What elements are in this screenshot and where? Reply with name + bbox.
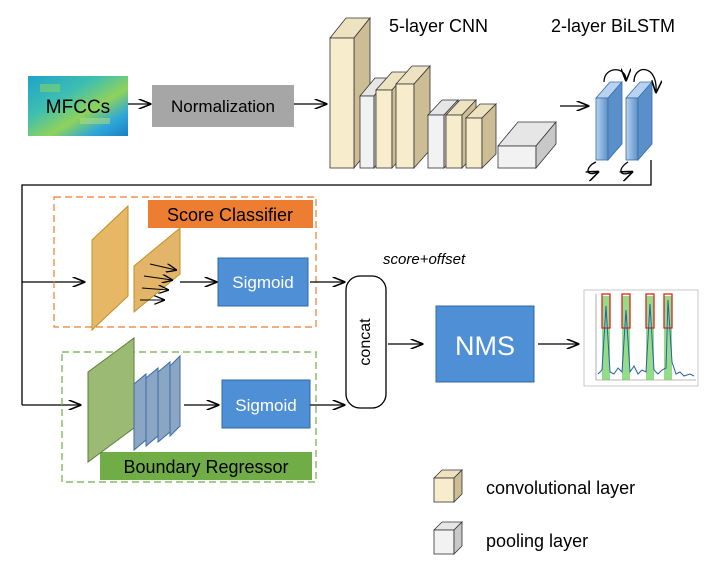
concat-label: concat <box>357 318 374 366</box>
cnn-title: 5-layer CNN <box>389 16 488 36</box>
bilstm-stack <box>595 80 653 162</box>
cnn-stack <box>329 16 557 170</box>
concat-block: concat <box>345 275 387 409</box>
score-classifier-branch: Score Classifier Sigmoid <box>53 196 317 332</box>
nms-label: NMS <box>455 331 515 361</box>
output-plot-thumbnail <box>583 289 699 387</box>
score-sigmoid-label: Sigmoid <box>232 273 293 292</box>
normalization-block: Normalization <box>152 85 294 127</box>
boundary-regressor-branch: Boundary Regressor Sigmoid <box>61 337 317 483</box>
legend-pool-swatch <box>433 521 463 555</box>
bilstm-title: 2-layer BiLSTM <box>551 16 675 36</box>
legend-conv-label: convolutional layer <box>486 478 635 498</box>
legend: convolutional layer pooling layer <box>433 469 635 555</box>
legend-pool-label: pooling layer <box>486 531 588 551</box>
mfcc-label: MFCCs <box>46 97 110 118</box>
mfcc-input: MFCCs <box>28 76 128 136</box>
nms-block: NMS <box>435 305 535 383</box>
normalization-label: Normalization <box>171 97 275 116</box>
score-offset-annotation: score+offset <box>383 251 466 268</box>
boundary-regressor-title: Boundary Regressor <box>123 457 288 477</box>
recurrent-loop-icons <box>588 70 656 174</box>
boundary-sigmoid-label: Sigmoid <box>235 396 296 415</box>
score-classifier-title: Score Classifier <box>167 205 293 225</box>
legend-conv-swatch <box>433 469 463 503</box>
